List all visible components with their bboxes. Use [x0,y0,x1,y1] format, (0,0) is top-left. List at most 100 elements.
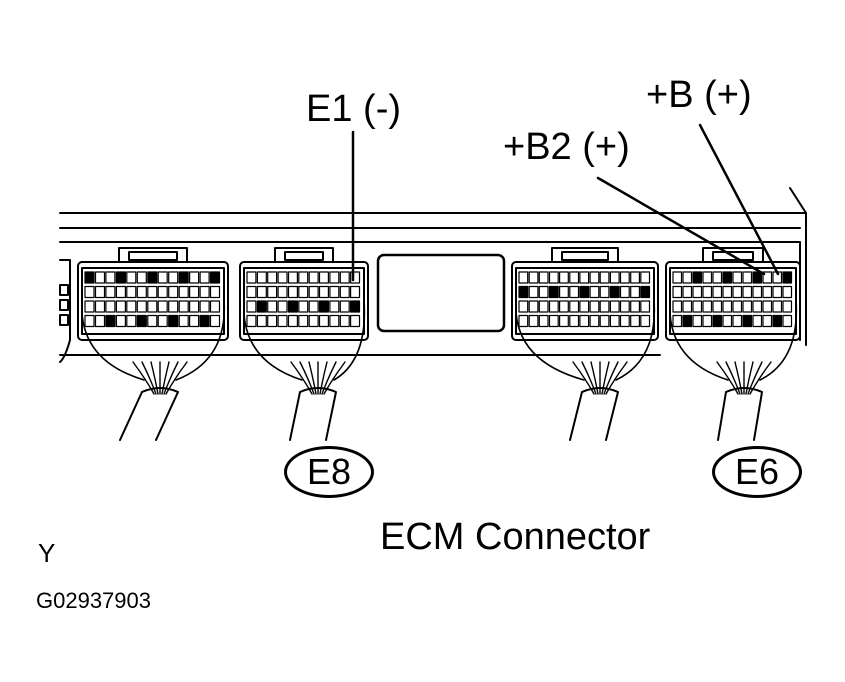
connector-latch [274,247,334,263]
pin-cell [672,300,683,313]
pin-cell [619,300,630,313]
pin-cell [298,271,309,284]
pin-cell [558,285,569,299]
wire-bundle-outline [515,299,656,381]
pin-cell [189,314,200,328]
wire [163,361,179,395]
pin-cell [84,285,95,299]
pin-cell [772,285,783,299]
pin-cell [94,285,106,299]
pin-cell [712,300,723,313]
pin-cell [589,285,600,299]
pin-cell [538,271,549,284]
connector-frame [511,261,659,341]
pin-cell [630,285,641,299]
center-window [376,253,506,333]
pin-cell [548,314,559,328]
pin-cell [630,271,641,284]
pin-cell [168,314,179,328]
pin-cell [267,285,278,299]
pin-cell [318,300,329,313]
pin-cell [267,300,278,313]
connector-id-e6: E6 [712,446,802,498]
pin-cell [147,314,158,328]
pin-cell [630,314,641,328]
wire [725,361,741,395]
pin-cell [199,285,210,299]
pin-cell [672,314,683,328]
pin-cell [742,314,753,328]
pin-cell [256,300,267,313]
latch-slot [712,251,754,261]
wire [605,361,628,395]
connector-block [239,247,369,441]
pin-cell [672,271,683,284]
pin-cell [518,314,529,328]
wire [747,361,763,395]
pin-cell [105,271,116,284]
ecm-housing [59,187,807,356]
wire-bundle-outline [243,299,366,381]
pin-cell [256,285,267,299]
wire [299,361,315,395]
pin-cell [558,271,569,284]
wire [308,361,317,395]
pin-cell [722,271,733,284]
pin-cell [722,285,733,299]
pin-cell [136,271,147,284]
pin-cell [518,285,529,299]
callout-leaders [351,123,780,282]
pin-cell [599,271,610,284]
connector-frame [665,261,801,341]
pin-cell [538,300,549,313]
pin-cell [308,285,319,299]
pin-cell [178,285,189,299]
cable-sheath [717,387,763,441]
pin-cell [640,314,651,328]
connector-group [77,247,801,441]
pin-cell [209,285,221,299]
left-partial-connector [59,259,71,363]
pin-cell [548,300,559,313]
pin-cell [548,285,559,299]
pin-cell [318,285,329,299]
connector-latch [118,247,188,263]
pin-cell [339,285,350,299]
wire [141,361,157,395]
pin-cell [722,314,733,328]
pin-cell [115,300,127,313]
pin-cell [199,271,210,284]
pin-cell [619,314,630,328]
pin-cell [752,300,763,313]
pin-cell [277,285,288,299]
pin-cell [712,271,723,284]
pin-cell [189,271,200,284]
pin-cell [569,285,580,299]
pin-cell [199,300,210,313]
pin-cell [168,300,179,313]
connector-latch [551,247,619,263]
pin-cell [189,285,200,299]
wire [749,361,772,395]
pin-cell [339,300,350,313]
wire-bundle-outline [669,299,798,381]
pin-cell [518,300,529,313]
pin-cell [157,271,168,284]
connector-id-e8-text: E8 [306,451,352,492]
pin-cell [298,285,309,299]
pin-cell [298,314,309,328]
wire [150,361,159,395]
pin-cell [246,285,257,299]
pin-cell [742,285,753,299]
cable-sheath [119,387,179,441]
pin-cell [147,285,158,299]
pin-cell [84,314,95,328]
pin-cell [732,314,743,328]
pin-cell [569,314,580,328]
wire [290,361,313,395]
wire [321,361,337,395]
wire [590,361,599,395]
pin-cell [157,300,168,313]
pin-cell [178,271,189,284]
pin-cell [277,314,288,328]
